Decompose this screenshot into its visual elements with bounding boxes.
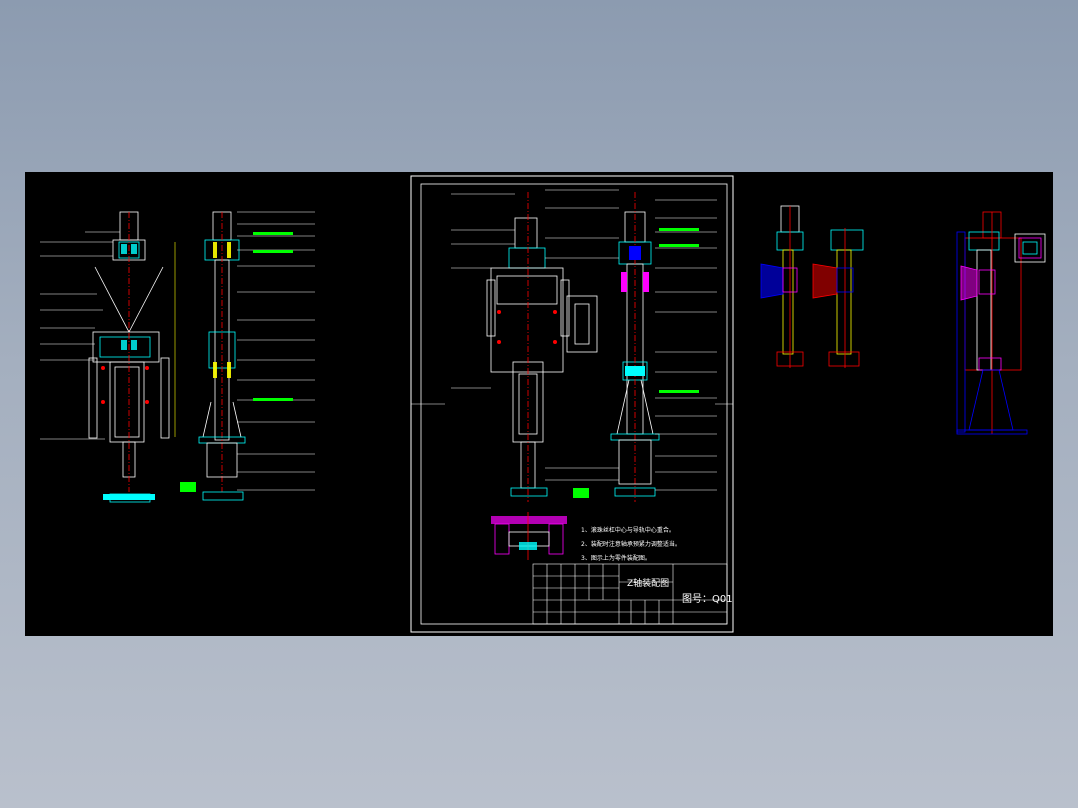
note-2: 2、装配时注意轴承预紧力调整适当。 [581,541,681,548]
left-label-marks [180,232,293,492]
right-view-2 [812,228,864,368]
note-1: 1、滚珠丝杠中心与导轨中心重合。 [581,527,675,534]
cad-drawing-canvas[interactable]: Z轴装配图 图号：Q01 1、滚珠丝杠中心与导轨中心重合。 2、装配时注意轴承预… [25,172,1053,636]
left-front-hatching [121,244,137,350]
center-side-view [566,192,660,502]
right-view-1 [760,205,804,368]
right-detail-box [1014,233,1046,263]
center-side-colored [621,246,649,376]
technical-notes: 1、滚珠丝杠中心与导轨中心重合。 2、装配时注意轴承预紧力调整适当。 3、图示上… [581,524,681,566]
section-detail [491,512,567,560]
right-view-3 [956,211,1028,435]
left-side-view [174,211,246,501]
center-label-marks [573,228,699,498]
center-leader-lines [451,189,717,491]
note-3: 3、图示上为零件装配图。 [581,555,651,562]
drawing-title: Z轴装配图 [627,579,670,589]
drawing-number: 图号：Q01 [682,594,733,605]
left-front-view [88,211,170,503]
left-leader-lines [40,211,315,491]
center-front-view [486,192,570,502]
center-front-bolts [497,310,557,344]
left-front-base [103,494,155,500]
left-front-bolts [101,366,149,404]
left-side-hatch [213,242,231,378]
drawing-svg [40,175,1046,633]
title-block [532,563,728,625]
